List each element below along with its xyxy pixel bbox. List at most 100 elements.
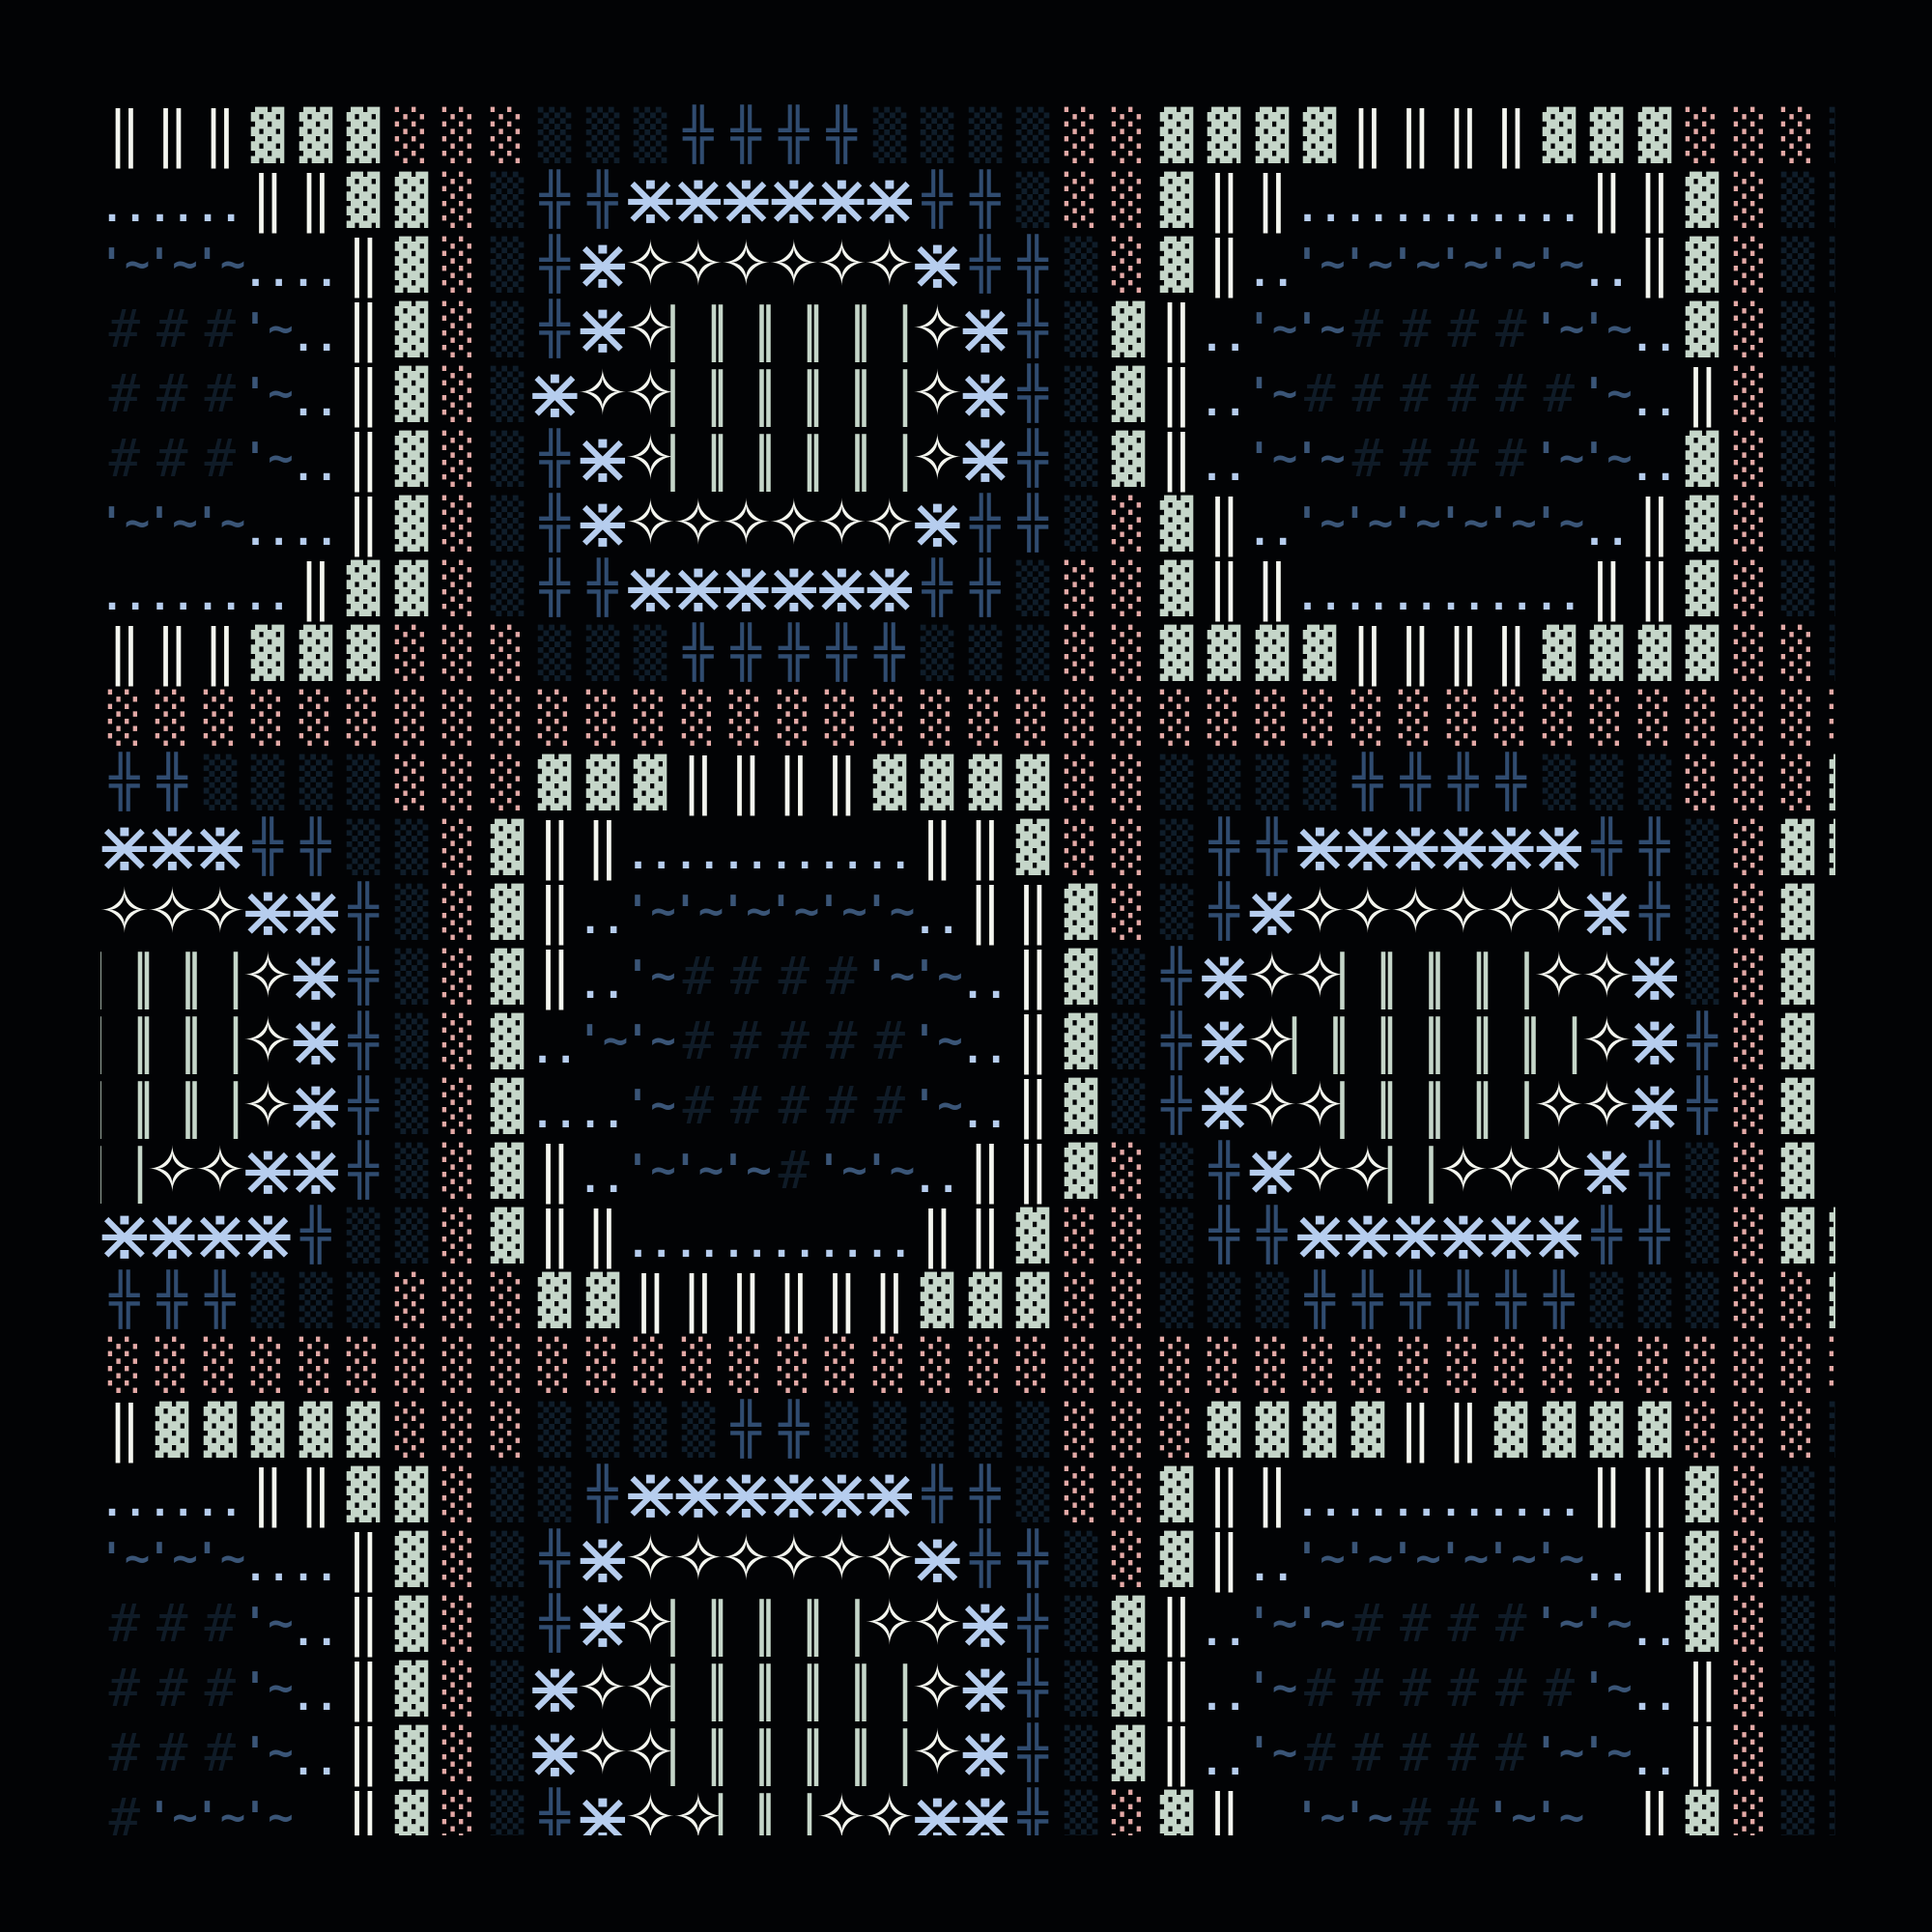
glyph-double-bar: ‖ — [1439, 620, 1488, 685]
four-point-star-icon: ✧ — [815, 487, 868, 559]
glyph-green-shade-block: ▓ — [1296, 1397, 1345, 1462]
pink-light-shade-icon: ░ — [1685, 753, 1719, 810]
dark-medium-shade-icon: ▒ — [1780, 171, 1815, 228]
glyph-tilde: '~ — [1294, 426, 1346, 491]
four-point-star-icon: ✧ — [1293, 875, 1347, 948]
four-point-star-icon: ✧ — [624, 1652, 677, 1724]
double-bar-icon: ‖ — [777, 746, 810, 817]
glyph-division-times: ⋇ — [1625, 941, 1685, 1012]
glyph-green-shade-block: ▓ — [1775, 944, 1823, 1009]
glyph-vertical-bars: || — [657, 361, 729, 426]
dark-medium-shade-icon: ▒ — [968, 106, 1003, 163]
dark-medium-shade-icon: ▒ — [1064, 1724, 1098, 1781]
green-shade-block-icon: ▓ — [394, 1724, 429, 1781]
division-times-icon: ⋇ — [238, 869, 298, 953]
pink-light-shade-icon: ░ — [441, 1530, 476, 1587]
tilde-icon: '~ — [624, 886, 676, 936]
glyph-green-shade-block: ▓ — [1679, 1462, 1727, 1526]
double-bar-icon: ‖ — [1159, 1587, 1193, 1659]
tilde-icon: '~ — [1485, 239, 1537, 289]
glyph-four-point-star: ✧ — [100, 879, 151, 944]
dots-icon: .. — [1631, 381, 1678, 425]
dots-icon: .. — [961, 963, 1009, 1008]
dark-medium-shade-icon: ▒ — [490, 559, 525, 616]
dark-medium-shade-icon: ▒ — [1829, 1406, 1835, 1454]
pink-light-shade-icon: ░ — [1733, 689, 1768, 746]
green-shade-block-icon: ▓ — [1685, 300, 1719, 357]
division-times-icon: ⋇ — [1194, 1064, 1255, 1148]
glyph-vertical-bars: || — [131, 1009, 204, 1073]
glyph-pink-light-shade: ░ — [1726, 944, 1775, 1009]
glyph-green-shade-block: ▓ — [1775, 1203, 1823, 1267]
glyph-pink-light-shade: ░ — [1344, 685, 1392, 750]
dots-icon: .. — [1582, 1546, 1630, 1590]
hash-icon: # — [1543, 362, 1575, 424]
glyph-tilde: '~ — [911, 944, 963, 1009]
vertical-bars-icon: || — [130, 1007, 213, 1074]
double-bar-icon: ‖ — [298, 163, 332, 235]
glyph-green-shade-block: ▓ — [340, 555, 388, 620]
glyph-division-times: ⋇ — [955, 423, 1015, 495]
hash-icon: # — [682, 945, 714, 1007]
glyph-four-point-star: ✧ — [1580, 1073, 1633, 1138]
glyph-hash: # — [674, 1009, 723, 1073]
glyph-pink-light-shade: ░ — [483, 1397, 531, 1462]
pink-light-shade-icon: ░ — [346, 689, 381, 746]
glyph-green-shade-block: ▓ — [196, 1397, 244, 1462]
glyph-tilde: '~ — [816, 1138, 867, 1203]
pink-light-shade-icon: ░ — [1064, 1336, 1098, 1393]
box-cross-icon: ╬ — [1448, 753, 1479, 811]
dots-icon: .. — [1200, 316, 1247, 360]
tilde-icon: '~ — [1533, 1598, 1585, 1648]
glyph-dark-medium-shade: ▒ — [1775, 232, 1823, 297]
dots-icon: .. — [148, 575, 195, 619]
glyph-dots: .. — [1439, 1462, 1488, 1526]
glyph-hash: # — [866, 1009, 914, 1073]
dark-medium-shade-icon: ▒ — [1780, 1789, 1815, 1836]
hash-icon: # — [682, 1009, 714, 1071]
glyph-division-times: ⋇ — [907, 1523, 967, 1595]
glyph-dark-medium-shade: ▒ — [292, 750, 340, 814]
glyph-hash: # — [149, 297, 197, 361]
glyph-green-shade-block: ▓ — [1201, 102, 1249, 167]
pink-light-shade-icon: ░ — [441, 559, 476, 616]
glyph-green-shade-block: ▓ — [1201, 620, 1249, 685]
glyph-division-times: ⋇ — [764, 164, 824, 236]
green-shade-block-icon: ▓ — [1542, 624, 1577, 681]
tilde-icon: '~ — [242, 433, 294, 483]
glyph-four-point-star: ✧ — [864, 491, 916, 555]
glyph-division-times: ⋇ — [1577, 1135, 1636, 1207]
glyph-pink-light-shade: ░ — [340, 1332, 388, 1397]
glyph-pink-light-shade: ░ — [1631, 685, 1679, 750]
vertical-bars-icon: || — [753, 424, 836, 492]
glyph-green-shade-block: ▓ — [1583, 1397, 1632, 1462]
glyph-division-times: ⋇ — [1385, 1200, 1445, 1271]
glyph-division-times: ⋇ — [668, 164, 728, 236]
box-cross-icon: ╬ — [348, 1011, 379, 1070]
division-times-icon: ⋇ — [954, 287, 1015, 371]
division-times-icon: ⋇ — [1241, 1128, 1302, 1212]
glyph-four-point-star: ✧ — [815, 1526, 867, 1591]
pink-light-shade-icon: ░ — [777, 1336, 811, 1393]
tilde-icon: '~ — [911, 951, 963, 1001]
glyph-green-shade-block: ▓ — [1535, 102, 1583, 167]
double-bar-icon: ‖ — [777, 1264, 810, 1335]
glyph-division-times: ⋇ — [1290, 1200, 1350, 1271]
dots-icon: .. — [292, 381, 339, 425]
glyph-four-point-star: ✧ — [672, 491, 724, 555]
glyph-dark-medium-shade: ▒ — [387, 1073, 436, 1138]
box-cross-icon: ╬ — [156, 753, 187, 811]
dots-icon: .. — [1487, 575, 1534, 619]
dark-medium-shade-icon: ▒ — [346, 753, 381, 810]
box-cross-icon: ╬ — [1687, 1011, 1718, 1070]
green-shade-block-icon: ▓ — [1111, 1724, 1146, 1781]
box-cross-icon: ╬ — [1448, 1270, 1479, 1329]
glyph-division-times: ⋇ — [1194, 1006, 1254, 1077]
double-bar-icon: ‖ — [1446, 1393, 1480, 1464]
double-bar-icon: ‖ — [251, 163, 285, 235]
pink-light-shade-icon: ░ — [1064, 753, 1098, 810]
glyph-box-cross: ╬ — [1201, 1138, 1249, 1203]
tilde-icon: '~ — [1437, 497, 1490, 548]
glyph-vertical-bars: || — [801, 1591, 873, 1656]
dots-icon: .. — [292, 1546, 339, 1590]
